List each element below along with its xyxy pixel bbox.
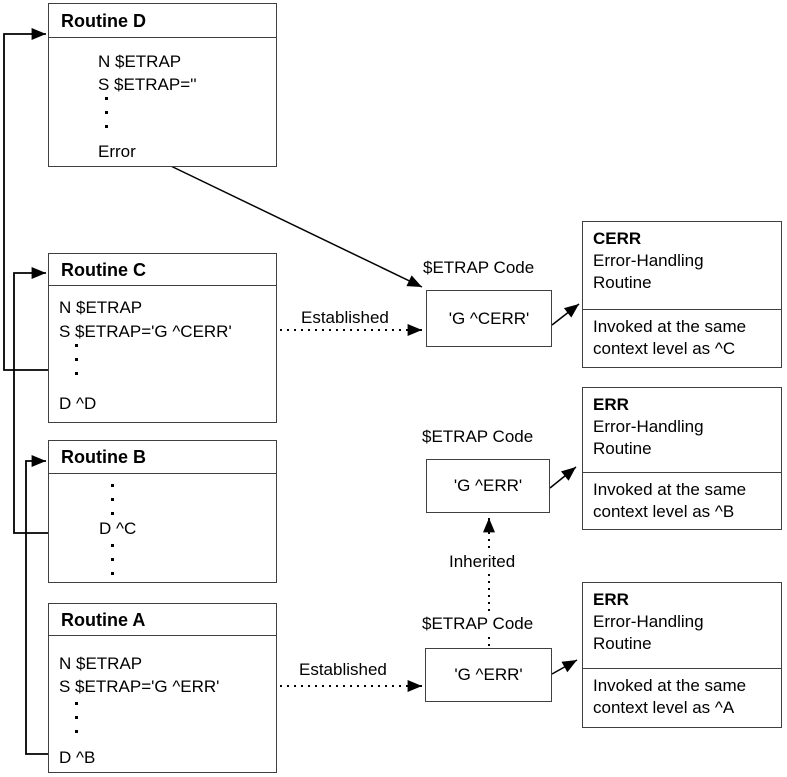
routine-d-line-1: N $ETRAP (98, 52, 182, 71)
routine-c-box: Routine C N $ETRAP S $ETRAP='G ^CERR' D … (48, 253, 277, 423)
cerr-handler-desc-line-1: Invoked at the same (593, 317, 747, 336)
error-arrow-d-to-cerr-code (147, 154, 423, 288)
err-handler-box-b: ERR Error-Handling Routine Invoked at th… (582, 387, 782, 530)
etrap-code-label-middle: $ETRAP Code (420, 427, 536, 446)
routine-a-call-line: D ^B (59, 748, 96, 767)
routine-a-box: Routine A N $ETRAP S $ETRAP='G ^ERR' D ^… (48, 603, 277, 773)
arrow-err-code-to-err-b-handler (549, 466, 577, 489)
routine-b-title: Routine B (49, 441, 276, 474)
err-b-handler-type-line-2: Routine (593, 439, 652, 458)
err-code-box-inherited: 'G ^ERR' (426, 459, 550, 513)
cerr-handler-type-line-2: Routine (593, 273, 652, 292)
err-a-handler-name: ERR (593, 590, 629, 609)
vertical-ellipsis (75, 702, 78, 734)
err-b-handler-name: ERR (593, 395, 629, 414)
err-a-handler-type-line-2: Routine (593, 634, 652, 653)
established-label-a: Established (297, 660, 389, 679)
cerr-handler-type-line-1: Error-Handling (593, 251, 704, 270)
established-label-c: Established (299, 308, 391, 327)
routine-b-box: Routine B D ^C (48, 440, 277, 583)
routine-a-line-2: S $ETRAP='G ^ERR' (59, 677, 220, 696)
cerr-handler-desc-line-2: context level as ^C (593, 339, 736, 358)
cerr-code-box: 'G ^CERR' (426, 290, 552, 347)
vertical-ellipsis (105, 97, 108, 129)
vertical-ellipsis (75, 344, 78, 376)
routine-d-error-line: Error (98, 142, 136, 161)
err-a-handler-type-line-1: Error-Handling (593, 612, 704, 631)
etrap-code-label-bottom: $ETRAP Code (420, 614, 536, 633)
routine-c-title: Routine C (49, 254, 276, 286)
etrap-code-label-top: $ETRAP Code (421, 258, 537, 277)
call-arrow-a-to-b (25, 455, 48, 755)
err-a-handler-desc-line-1: Invoked at the same (593, 676, 747, 695)
call-arrow-b-to-c (13, 267, 48, 534)
routine-d-title: Routine D (49, 4, 276, 38)
routine-a-title: Routine A (49, 604, 276, 636)
err-code-box-established: 'G ^ERR' (425, 648, 552, 702)
routine-a-line-1: N $ETRAP (59, 654, 143, 673)
call-arrow-c-to-d (3, 28, 48, 371)
arrow-cerr-code-to-cerr-handler (551, 303, 580, 326)
vertical-ellipsis (111, 484, 114, 516)
arrow-err-code-to-err-a-handler (551, 659, 578, 675)
routine-d-box: Routine D N $ETRAP S $ETRAP='' Error (48, 3, 277, 167)
routine-d-line-2: S $ETRAP='' (98, 75, 197, 94)
err-b-handler-type-line-1: Error-Handling (593, 417, 704, 436)
routine-b-call-line: D ^C (99, 519, 137, 538)
err-handler-box-a: ERR Error-Handling Routine Invoked at th… (582, 582, 782, 728)
err-a-handler-desc-line-2: context level as ^A (593, 698, 735, 717)
err-b-handler-desc-line-2: context level as ^B (593, 502, 735, 521)
vertical-ellipsis (111, 544, 114, 576)
cerr-handler-name: CERR (593, 229, 642, 248)
routine-c-line-2: S $ETRAP='G ^CERR' (59, 322, 232, 341)
routine-c-call-line: D ^D (59, 394, 97, 413)
cerr-handler-box: CERR Error-Handling Routine Invoked at t… (582, 221, 782, 368)
err-b-handler-desc-line-1: Invoked at the same (593, 480, 747, 499)
routine-c-line-1: N $ETRAP (59, 298, 143, 317)
inherited-label: Inherited (447, 552, 518, 571)
